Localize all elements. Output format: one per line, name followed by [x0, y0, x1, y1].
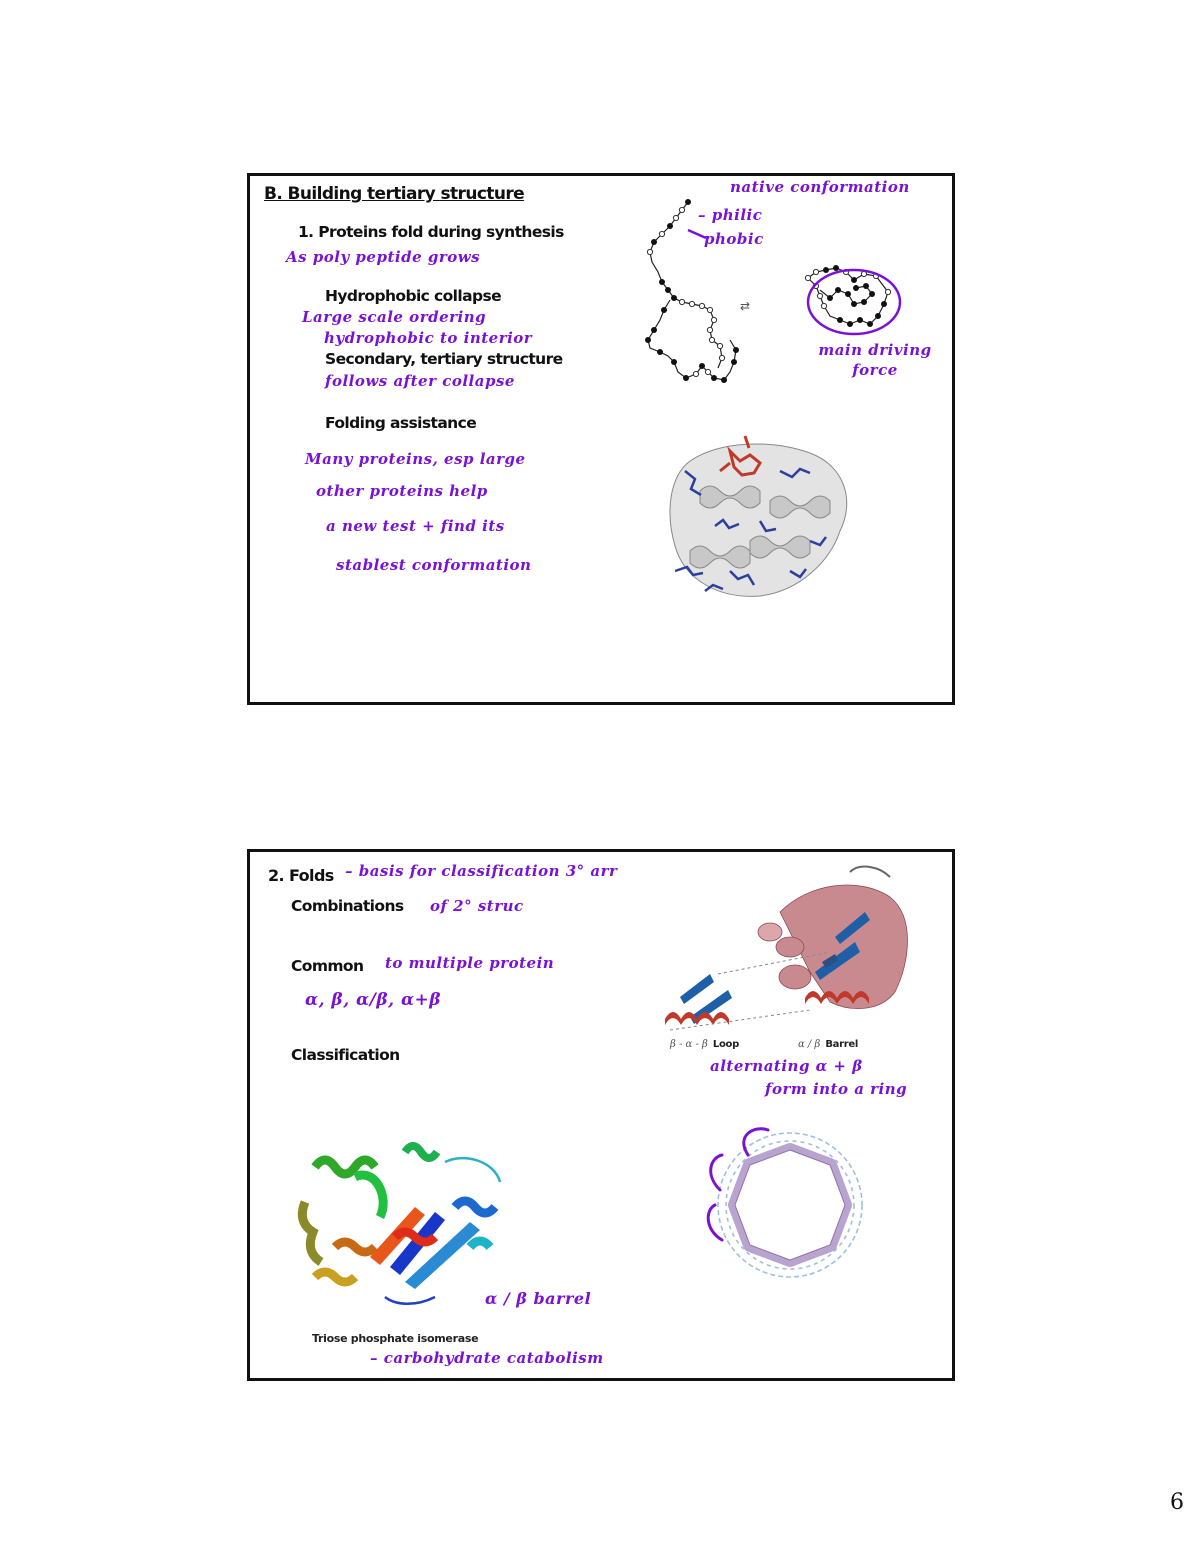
page-number: 6: [1170, 1490, 1184, 1515]
note-phobic: phobic: [704, 230, 764, 248]
equilibrium-arrow: ⇄: [740, 299, 750, 313]
note-stablest-conformation: stablest conformation: [336, 556, 532, 574]
note-of-2-struc: of 2° struc: [430, 897, 524, 915]
item-proteins-fold: 1. Proteins fold during synthesis: [298, 223, 564, 241]
note-polypeptide-grows: As poly peptide grows: [286, 248, 481, 266]
caption-triose-phosphate-isomerase: Triose phosphate isomerase: [312, 1332, 479, 1345]
alpha-beta-barrel-ring-diagram: [706, 1127, 863, 1278]
note-other-proteins-help: other proteins help: [316, 482, 488, 500]
note-multiple-protein: to multiple protein: [385, 954, 555, 972]
note-basis-classification: – basis for classification 3° arr: [345, 862, 618, 880]
note-many-proteins: Many proteins, esp large: [305, 450, 526, 468]
item-combinations: Combinations: [291, 897, 404, 915]
note-alternating-alpha-beta: alternating α + β: [710, 1057, 863, 1075]
note-hydrophobic-interior: hydrophobic to interior: [324, 329, 533, 347]
note-main-driving-force: main driving force: [818, 341, 932, 379]
note-philic: – philic: [698, 206, 763, 224]
note-fold-classes: α, β, α/β, α+β: [305, 990, 442, 1010]
note-alpha-beta-barrel: α / β barrel: [485, 1289, 592, 1308]
slide-title: 2. Folds: [268, 866, 334, 885]
label-alpha-beta-barrel: α / β Barrel: [798, 1039, 859, 1050]
note-large-scale-ordering: Large scale ordering: [302, 308, 487, 326]
note-form-ring: form into a ring: [765, 1080, 908, 1098]
hydrophobic-collapse-diagram: ⇄: [645, 199, 902, 383]
slide-building-tertiary-structure: B. Building tertiary structure 1. Protei…: [247, 173, 955, 705]
slide-folds: 2. Folds – basis for classification 3° a…: [247, 849, 955, 1381]
label-beta-alpha-beta-loop: β - α - β Loop: [670, 1039, 739, 1050]
item-classification: Classification: [291, 1046, 400, 1064]
item-secondary-tertiary: Secondary, tertiary structure: [325, 350, 563, 368]
item-common: Common: [291, 957, 364, 975]
item-hydrophobic-collapse: Hydrophobic collapse: [325, 287, 502, 305]
item-folding-assistance: Folding assistance: [325, 414, 477, 432]
note-new-test: a new test + find its: [326, 517, 505, 535]
protein-ribbon-structure: [669, 435, 848, 597]
triose-phosphate-isomerase-structure: [297, 1142, 502, 1305]
note-carbohydrate-catabolism: – carbohydrate catabolism: [370, 1349, 604, 1367]
beta-alpha-beta-loop-barrel-figure: [665, 865, 908, 1031]
note-follows-collapse: follows after collapse: [325, 372, 515, 390]
hydrophobic-core-circle-annotation: [806, 268, 902, 336]
slide-title: B. Building tertiary structure: [264, 184, 525, 204]
note-native-conformation: native conformation: [730, 178, 910, 196]
